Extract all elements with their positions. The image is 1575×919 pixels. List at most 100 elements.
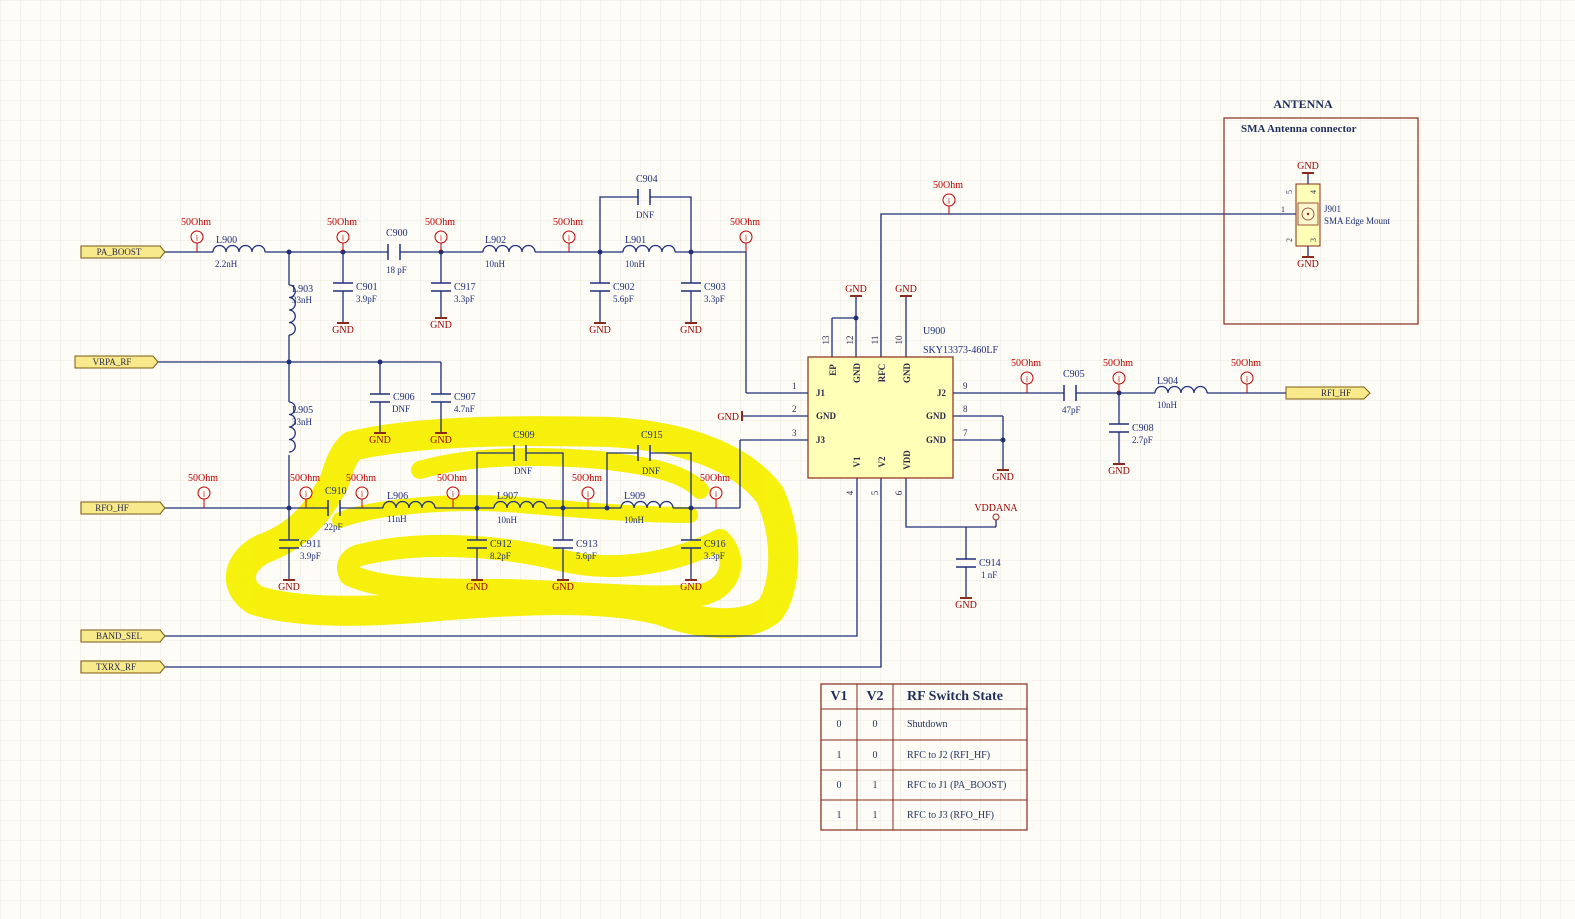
port-label: VRPA_RF — [93, 357, 132, 367]
capacitor-c906[interactable]: C906 — [370, 392, 415, 403]
component-text: C914 — [979, 558, 1001, 569]
pin-number: 6 — [894, 490, 904, 495]
table-cell: Shutdown — [907, 719, 948, 730]
pin-number: 2 — [1285, 238, 1294, 242]
ic-u900[interactable]: U900 SKY13373-460LF 1 2 3 9 8 7 4 5 6 13… — [792, 326, 998, 495]
impedance-label: 50Ohm — [327, 217, 357, 228]
capacitor-c915[interactable]: C915 — [637, 430, 663, 461]
port-txrx-rf[interactable]: TXRX_RF — [80, 660, 166, 674]
ground-symbol: GND — [369, 432, 391, 446]
ground-symbol: GND — [466, 579, 488, 593]
component-text: 2.2nH — [215, 259, 238, 269]
table-header: V1 — [830, 689, 847, 704]
port-label: RFI_HF — [1321, 388, 1351, 398]
ground-symbol: GND — [278, 579, 300, 593]
probe-icon: i — [1246, 375, 1249, 384]
table-header: RF Switch State — [907, 689, 1003, 704]
pin-label: EP — [828, 364, 838, 376]
component-text: 33nH — [292, 295, 313, 305]
pin-number: 8 — [963, 404, 968, 414]
pin-number: 5 — [1285, 190, 1294, 194]
component-text: 2.7pF — [1132, 435, 1153, 445]
component-text: C908 — [1132, 423, 1154, 434]
pin-number: 11 — [870, 336, 880, 345]
table-cell: RFC to J3 (RFO_HF) — [907, 810, 994, 821]
port-pa-boost[interactable]: PA_BOOST — [80, 245, 166, 259]
impedance-label: 50Ohm — [572, 473, 602, 484]
component-text: 3.3pF — [454, 294, 475, 304]
impedance-label: 50Ohm — [553, 217, 583, 228]
probe-icon: i — [440, 234, 443, 243]
probe-icon: i — [745, 234, 748, 243]
antenna-block[interactable]: ANTENNA SMA Antenna connector J901 SMA E… — [1223, 97, 1419, 325]
table-cell: RFC to J2 (RFI_HF) — [907, 750, 990, 761]
pin-label: GND — [816, 411, 837, 421]
impedance-probe[interactable]: i 50Ohm — [553, 217, 583, 252]
ground-symbol: GND — [430, 432, 452, 446]
table-cell: 1 — [837, 750, 842, 761]
capacitor-c904[interactable]: C904 — [636, 174, 658, 205]
component-text: C904 — [636, 174, 658, 185]
probe-icon: i — [568, 234, 571, 243]
component-text: 47pF — [1062, 405, 1081, 415]
wires — [158, 173, 1309, 668]
component-text: C901 — [356, 282, 378, 293]
component-text: C900 — [386, 228, 408, 239]
table-cell: 0 — [837, 780, 842, 791]
connector-ref: J901 — [1324, 204, 1341, 214]
antenna-box-title: SMA Antenna connector — [1241, 123, 1357, 135]
capacitor-c909[interactable]: C909 — [513, 430, 535, 461]
table-header: V2 — [866, 689, 883, 704]
gnd-label: GND — [845, 284, 867, 295]
port-rfo-hf[interactable]: RFO_HF — [80, 501, 166, 515]
port-label: PA_BOOST — [97, 247, 142, 257]
port-vrpa-rf[interactable]: VRPA_RF — [74, 355, 159, 369]
vddana-power-port[interactable]: VDDANA — [974, 503, 1018, 521]
vddana-label: VDDANA — [974, 503, 1018, 514]
ground-symbol: GND — [1297, 161, 1319, 174]
port-band-sel[interactable]: BAND_SEL — [80, 629, 166, 643]
component-text: C915 — [641, 430, 663, 441]
pin-number: 5 — [870, 490, 880, 495]
port-rfi-hf[interactable]: RFI_HF — [1285, 386, 1371, 400]
pin-label: J1 — [816, 388, 826, 398]
